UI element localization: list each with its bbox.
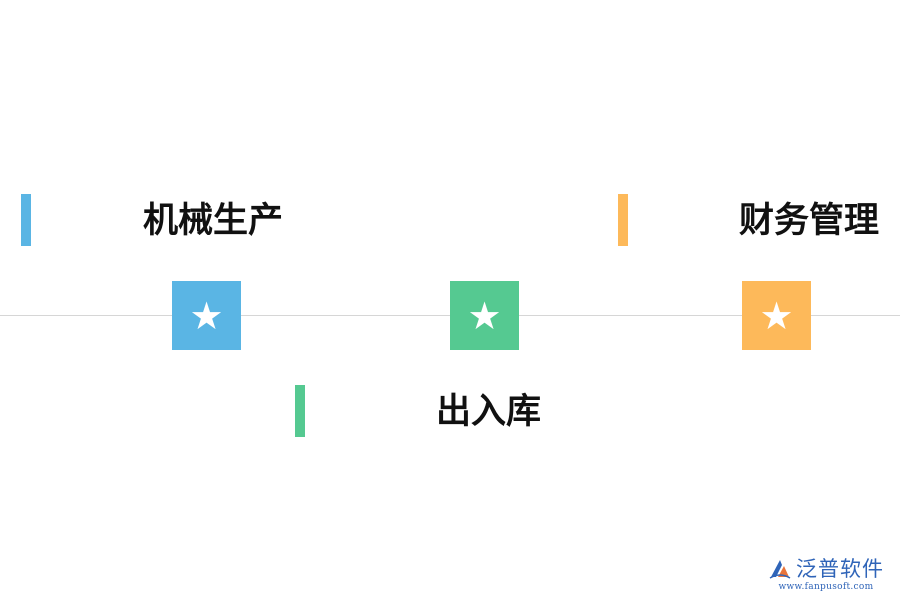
- node-marker-3: ★: [742, 281, 811, 350]
- node-label-3: 财务管理: [739, 201, 880, 241]
- accent-bar-1: [21, 194, 31, 246]
- fanpu-logo-icon: [769, 560, 791, 579]
- star-icon: ★: [759, 293, 794, 338]
- accent-bar-3: [618, 194, 628, 246]
- node-marker-1: ★: [172, 281, 241, 350]
- watermark-url: www.fanpusoft.com: [778, 582, 874, 592]
- watermark-logo: 泛普软件 www.fanpusoft.com: [762, 558, 890, 592]
- node-marker-2: ★: [450, 281, 519, 350]
- node-label-2: 出入库: [436, 392, 542, 432]
- watermark-brand: 泛普软件: [796, 556, 884, 581]
- star-icon: ★: [189, 293, 224, 338]
- star-icon: ★: [467, 293, 502, 338]
- accent-bar-2: [295, 385, 305, 437]
- node-label-1: 机械生产: [143, 201, 284, 241]
